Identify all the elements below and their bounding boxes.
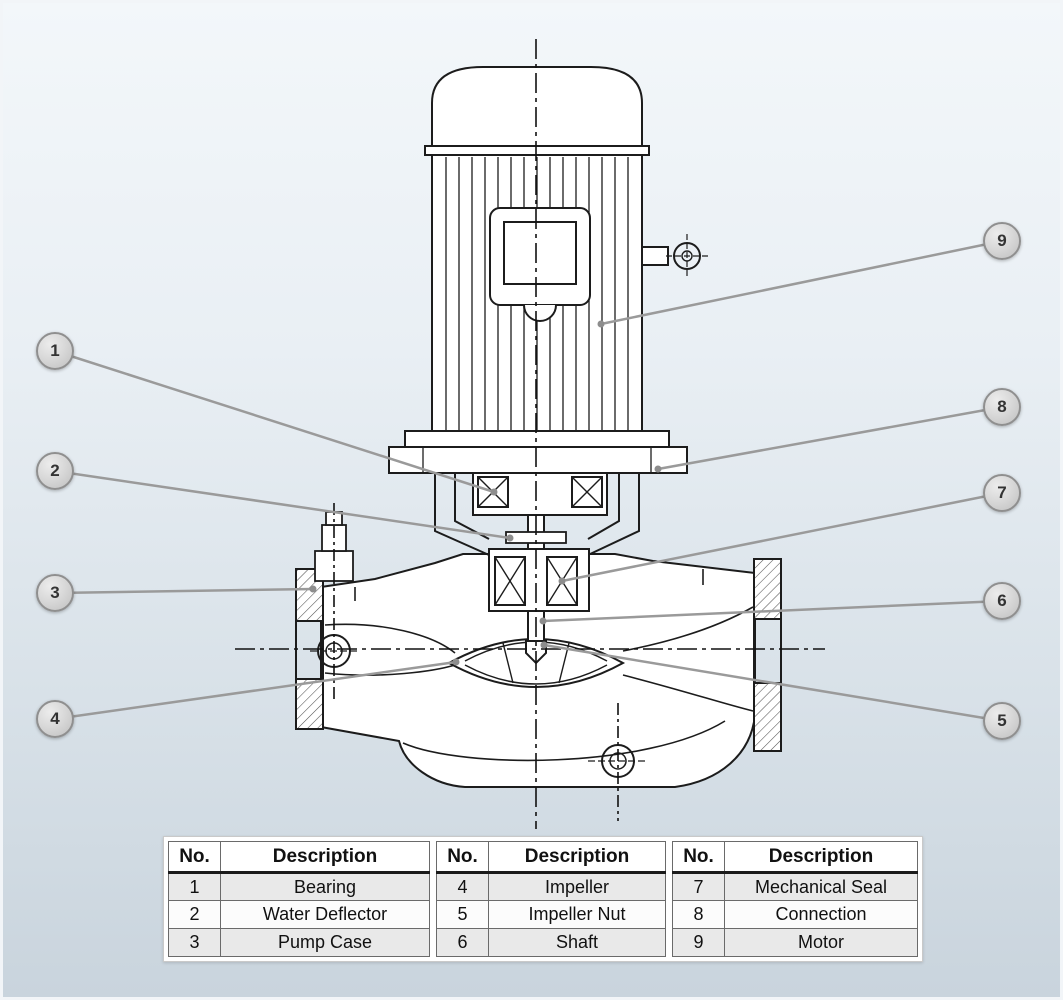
pump-cross-section-drawing (54, 39, 1003, 829)
callout-2-water-deflector: 2 (36, 452, 74, 490)
connection-flange (388, 430, 688, 474)
col-header-no: No. (672, 841, 725, 874)
table-row: 2 Water Deflector (168, 900, 430, 929)
part-no: 6 (436, 928, 489, 957)
table-row: 4 Impeller (436, 872, 666, 901)
callout-number: 9 (997, 231, 1007, 250)
col-header-description: Description (724, 841, 918, 874)
callout-number: 8 (997, 397, 1007, 416)
part-description: Motor (724, 928, 918, 957)
part-description: Shaft (488, 928, 666, 957)
part-description: Water Deflector (220, 900, 430, 929)
col-header-description: Description (488, 841, 666, 874)
col-header-description: Description (220, 841, 430, 874)
part-description: Pump Case (220, 928, 430, 957)
table-row: 7 Mechanical Seal (672, 872, 918, 901)
col-header-no: No. (168, 841, 221, 874)
part-no: 4 (436, 872, 489, 901)
part-no: 3 (168, 928, 221, 957)
centerlines (235, 39, 825, 829)
callout-7-mechanical-seal: 7 (983, 474, 1021, 512)
mechanical-seal (488, 548, 590, 612)
parts-table: No. Description 1 Bearing 2 Water Deflec… (163, 836, 923, 962)
callout-9-motor: 9 (983, 222, 1021, 260)
part-no: 5 (436, 900, 489, 929)
part-description: Impeller (488, 872, 666, 901)
callout-1-bearing: 1 (36, 332, 74, 370)
callout-5-impeller-nut: 5 (983, 702, 1021, 740)
leader-dots (309, 320, 662, 666)
callout-4-impeller: 4 (36, 700, 74, 738)
vent-plug (314, 511, 354, 582)
table-row: 6 Shaft (436, 928, 666, 957)
callout-number: 3 (50, 583, 60, 602)
part-no: 1 (168, 872, 221, 901)
parts-table-group-2: No. Description 4 Impeller 5 Impeller Nu… (436, 841, 666, 957)
discharge-flange (753, 558, 782, 752)
motor-side-fitting (641, 234, 709, 278)
callout-8-connection: 8 (983, 388, 1021, 426)
callout-number: 4 (50, 709, 60, 728)
callout-6-shaft: 6 (983, 582, 1021, 620)
motor (424, 66, 709, 432)
callout-number: 7 (997, 483, 1007, 502)
leader-lines (54, 239, 1003, 723)
table-row: 3 Pump Case (168, 928, 430, 957)
part-description: Mechanical Seal (724, 872, 918, 901)
table-row: 8 Connection (672, 900, 918, 929)
part-no: 2 (168, 900, 221, 929)
callout-number: 6 (997, 591, 1007, 610)
callout-3-pump-case: 3 (36, 574, 74, 612)
table-row: 1 Bearing (168, 872, 430, 901)
terminal-box (489, 207, 591, 322)
part-no: 7 (672, 872, 725, 901)
part-no: 9 (672, 928, 725, 957)
callout-number: 1 (50, 341, 60, 360)
callout-number: 5 (997, 711, 1007, 730)
part-description: Impeller Nut (488, 900, 666, 929)
table-row: 5 Impeller Nut (436, 900, 666, 929)
suction-flange (295, 568, 324, 730)
part-no: 8 (672, 900, 725, 929)
part-description: Bearing (220, 872, 430, 901)
table-row: 9 Motor (672, 928, 918, 957)
callout-number: 2 (50, 461, 60, 480)
part-description: Connection (724, 900, 918, 929)
parts-table-group-3: No. Description 7 Mechanical Seal 8 Conn… (672, 841, 918, 957)
col-header-no: No. (436, 841, 489, 874)
parts-table-group-1: No. Description 1 Bearing 2 Water Deflec… (168, 841, 430, 957)
